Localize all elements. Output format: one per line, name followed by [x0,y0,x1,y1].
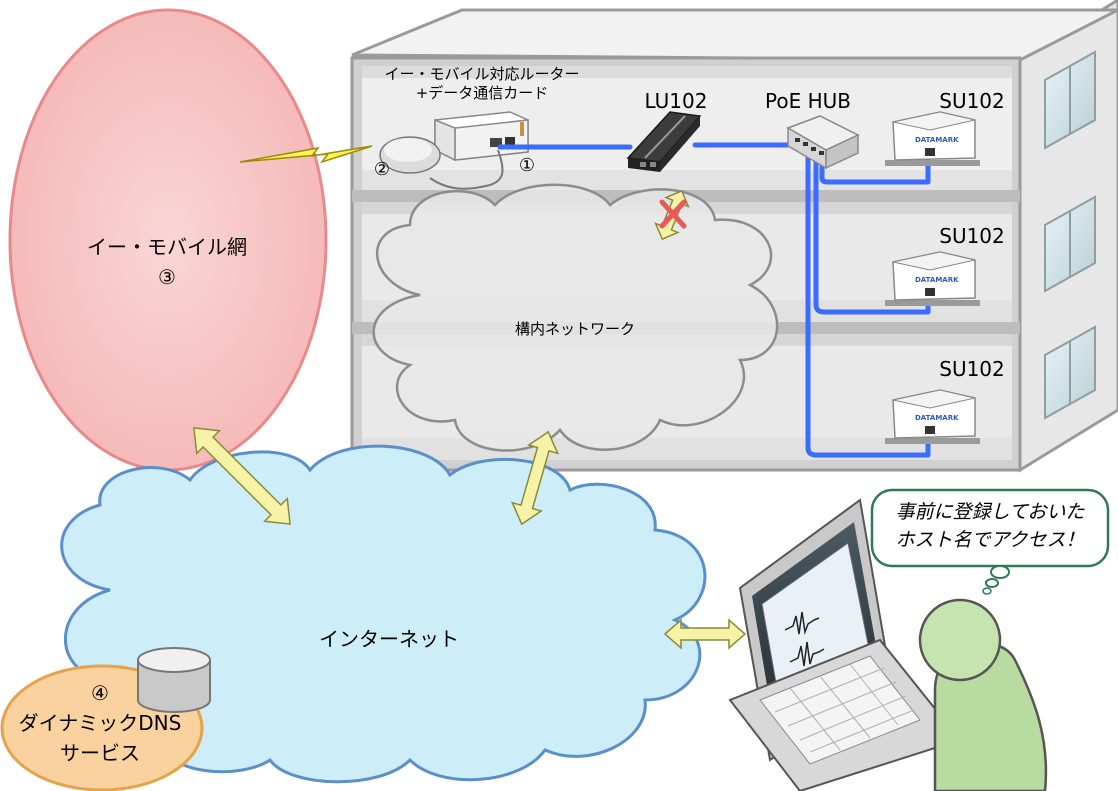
data-card [379,136,441,174]
ddns-label-2: サービス [60,741,140,765]
person [918,598,1048,791]
poe-hub [786,115,860,170]
su102-label-1: SU102 [939,89,1005,113]
bubble-line-1: 事前に登録しておいた [895,501,1085,523]
router-cable [429,149,504,190]
internet-label: インターネット [319,627,459,651]
marker-2: ② [373,159,391,180]
marker-3: ③ [158,265,176,289]
marker-4: ④ [91,681,109,705]
double-arrows [193,189,747,650]
speech-bubble [870,488,1110,595]
router-label: イー・モバイル対応ルーター [384,65,580,83]
su102-device-2: DATAMARK [885,251,980,306]
lightning-icon [239,145,373,164]
lan-label: 構内ネットワーク [514,320,636,338]
lu102-device [626,111,702,172]
su102-device-3: DATAMARK [885,389,980,444]
svg-text:DATAMARK: DATAMARK [915,136,959,144]
su102-device-1: DATAMARK [885,111,980,166]
laptop [728,498,962,791]
router-card-label: +データ通信カード [415,84,549,102]
svg-text:DATAMARK: DATAMARK [915,276,959,284]
svg-text:DATAMARK: DATAMARK [915,414,959,422]
cross-icon [659,199,687,229]
poe-hub-label: PoE HUB [765,89,851,113]
router [434,111,529,162]
su102-label-2: SU102 [939,224,1005,248]
bubble-line-2: ホスト名でアクセス！ [895,529,1085,551]
lan-cloud [372,183,779,452]
lu102-label: LU102 [644,89,708,113]
marker-1: ① [518,155,536,176]
emobile-label: イー・モバイル網 [87,235,247,259]
ethernet-cables [497,142,931,458]
side-windows [1044,50,1096,420]
su102-label-3: SU102 [939,357,1005,381]
database-icon [137,647,211,713]
ddns-label-1: ダイナミックDNS [18,711,182,735]
